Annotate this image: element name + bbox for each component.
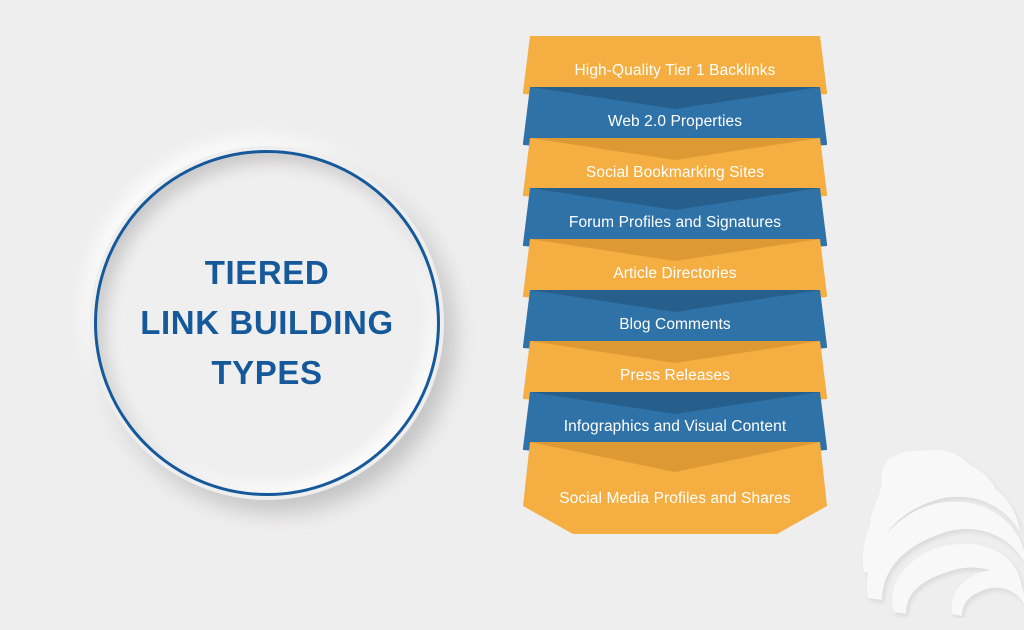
globe-arcs-watermark [856,440,1024,618]
chevron-item-9[interactable]: Social Media Profiles and Shares [515,442,835,535]
circle-badge: TIERED LINK BUILDING TYPES [90,146,444,500]
chevron-label-9: Social Media Profiles and Shares [559,490,791,508]
circle-ring-outline [94,150,440,496]
chevron-label-2: Web 2.0 Properties [607,112,743,130]
chevron-label-1: High-Quality Tier 1 Backlinks [574,62,776,79]
chevron-notch-shadow-7 [530,340,820,363]
chevron-notch-shadow-9 [530,442,820,473]
chevron-notch-shadow-2 [530,86,820,109]
chevron-label-4: Forum Profiles and Signatures [568,214,782,232]
chevron-notch-shadow-5 [530,239,820,262]
chevron-label-7: Press Releases [620,366,730,384]
chevron-label-8: Infographics and Visual Content [563,417,787,435]
chevron-notch-shadow-4 [530,188,820,211]
page-title-line-3: TYPES [211,354,323,391]
page-title-line-1: TIERED [204,254,330,291]
chevron-notch-shadow-6 [530,290,820,312]
chevron-shape-9 [523,442,827,535]
chevron-label-6: Blog Comments [619,316,731,333]
chevron-notch-shadow-3 [530,137,820,160]
chevron-label-5: Article Directories [613,265,737,283]
page-title: TIERED LINK BUILDING TYPES [90,146,444,500]
page-title-line-2: LINK BUILDING [140,304,394,341]
chevron-label-3: Social Bookmarking Sites [585,163,765,181]
chevron-notch-shadow-8 [530,391,820,414]
globe-arc-group [862,449,1024,616]
